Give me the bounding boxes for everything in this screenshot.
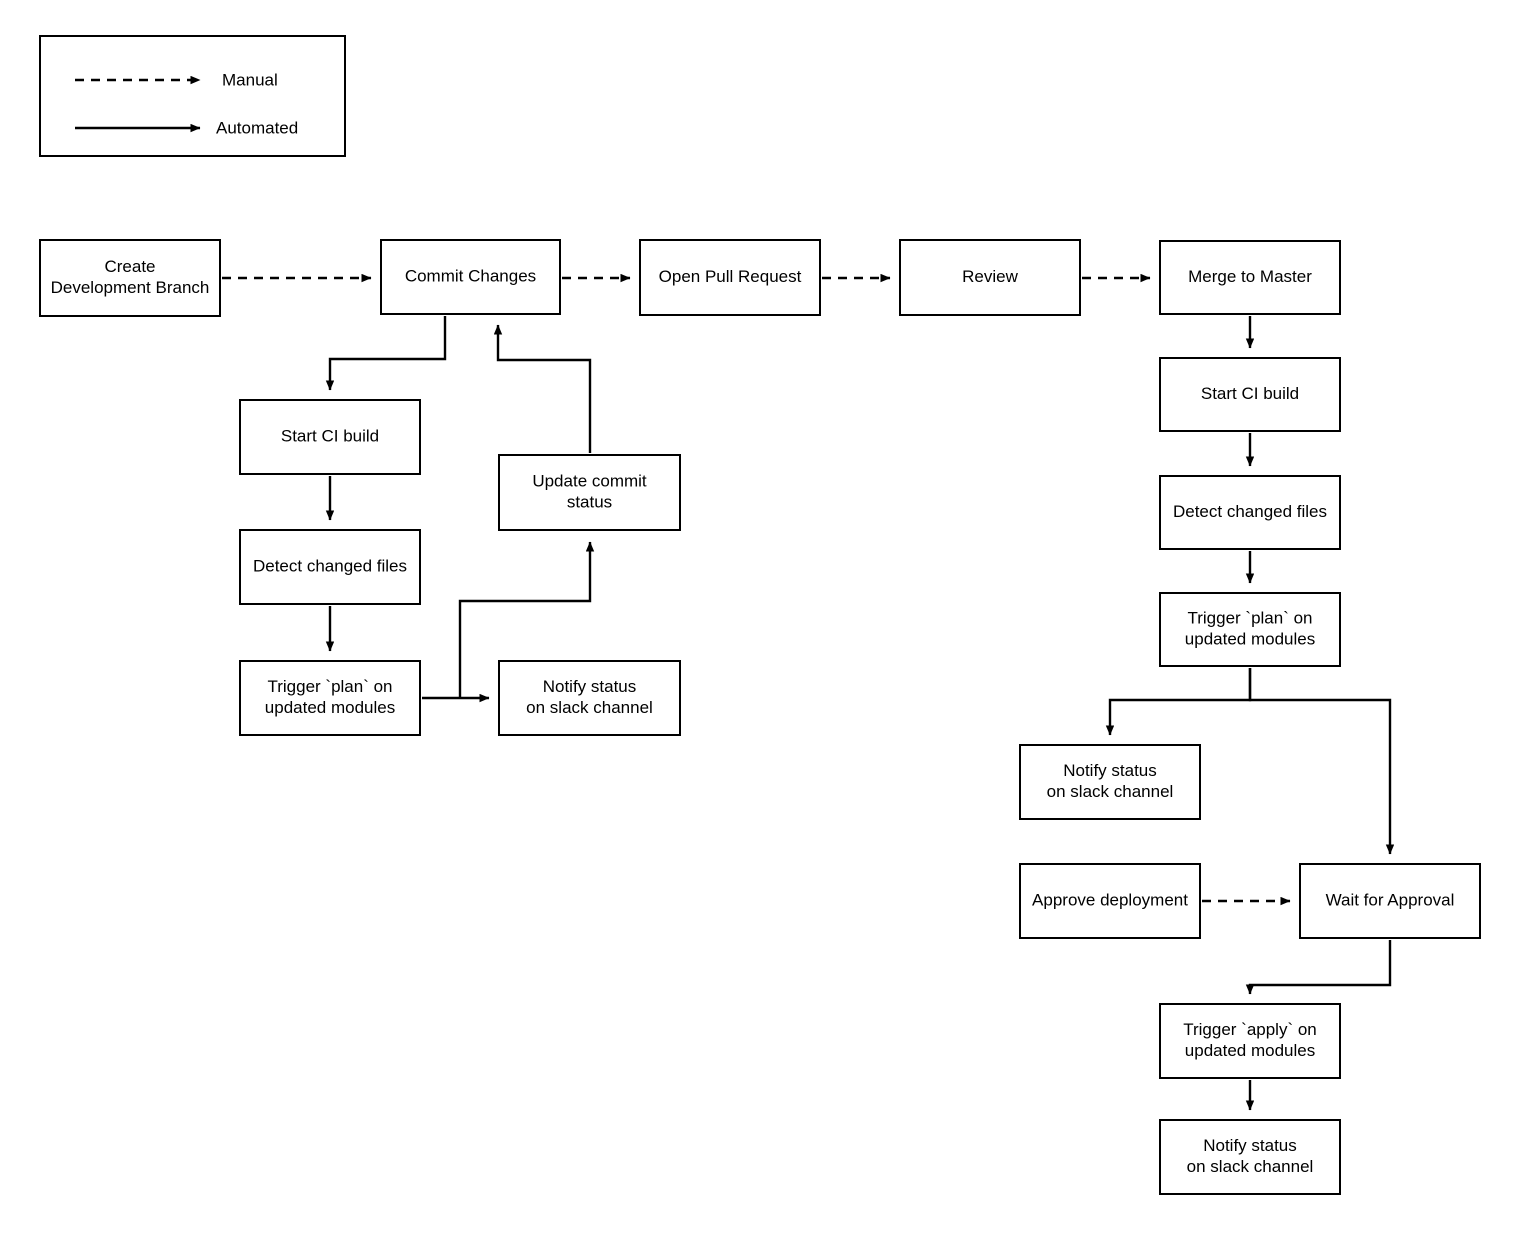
node-start-ci-build-left[interactable]: Start CI build — [239, 399, 421, 475]
node-trigger-plan-right-box[interactable] — [1159, 592, 1341, 667]
node-wait-for-approval-box[interactable] — [1299, 863, 1481, 939]
node-start-ci-build-left-box[interactable] — [239, 399, 421, 475]
node-detect-changed-files-left[interactable]: Detect changed files — [239, 529, 421, 605]
node-trigger-plan-left-box[interactable] — [239, 660, 421, 736]
node-update-commit-status-label: Update commit — [532, 471, 647, 490]
node-trigger-plan-right-label: Trigger `plan` on — [1187, 608, 1312, 627]
node-notify-status-right-apply-label: on slack channel — [1187, 1157, 1314, 1176]
node-wait-for-approval[interactable]: Wait for Approval — [1299, 863, 1481, 939]
node-commit-changes-box[interactable] — [380, 239, 561, 315]
legend-automated-label: Automated — [216, 118, 298, 137]
edge-update-status-to-commit — [493, 324, 592, 453]
node-trigger-apply-right-label: Trigger `apply` on — [1183, 1020, 1317, 1039]
edges-layer — [222, 273, 1395, 1111]
node-open-pull-request-label: Open Pull Request — [659, 267, 802, 286]
node-detect-changed-files-right-label: Detect changed files — [1173, 502, 1327, 521]
node-merge-to-master-label: Merge to Master — [1188, 267, 1312, 286]
node-update-commit-status[interactable]: Update commit status — [498, 454, 681, 531]
node-merge-to-master[interactable]: Merge to Master — [1159, 240, 1341, 315]
node-trigger-plan-left-label: updated modules — [265, 698, 395, 717]
node-start-ci-build-right-box[interactable] — [1159, 357, 1341, 432]
edge-commit-to-start-ci — [325, 316, 447, 391]
edge-trigger-plan-right-to-notify — [1105, 668, 1252, 736]
edge-trigger-plan-to-update-status — [458, 541, 595, 698]
node-trigger-apply-right-label: updated modules — [1185, 1041, 1315, 1060]
node-start-ci-build-right-label: Start CI build — [1201, 384, 1299, 403]
node-commit-changes[interactable]: Commit Changes — [380, 239, 561, 315]
node-trigger-plan-right-label: updated modules — [1185, 629, 1315, 648]
node-trigger-plan-left-label: Trigger `plan` on — [267, 677, 392, 696]
edge-trigger-plan-right-to-wait — [1248, 668, 1395, 855]
node-trigger-apply-right[interactable]: Trigger `apply` on updated modules — [1159, 1003, 1341, 1079]
node-approve-deployment-box[interactable] — [1019, 863, 1201, 939]
node-review-box[interactable] — [899, 239, 1081, 316]
node-notify-status-right-plan-box[interactable] — [1019, 744, 1201, 820]
node-notify-status-right-apply-label: Notify status — [1203, 1136, 1297, 1155]
node-detect-changed-files-left-label: Detect changed files — [253, 556, 407, 575]
node-update-commit-status-box[interactable] — [498, 454, 681, 531]
node-notify-status-right-apply[interactable]: Notify status on slack channel — [1159, 1119, 1341, 1195]
node-commit-changes-label: Commit Changes — [405, 266, 536, 285]
node-notify-status-right-plan-label: Notify status — [1063, 761, 1157, 780]
node-create-development-branch-label: Create — [104, 257, 155, 276]
node-update-commit-status-label: status — [567, 492, 612, 511]
node-detect-changed-files-left-box[interactable] — [239, 529, 421, 605]
node-wait-for-approval-label: Wait for Approval — [1326, 890, 1455, 909]
node-create-development-branch-label: Development Branch — [51, 278, 210, 297]
node-start-ci-build-left-label: Start CI build — [281, 426, 379, 445]
node-notify-status-left-label: Notify status — [543, 677, 637, 696]
node-notify-status-right-plan[interactable]: Notify status on slack channel — [1019, 744, 1201, 820]
edge-wait-to-trigger-apply — [1245, 940, 1392, 995]
legend-manual-label: Manual — [222, 70, 278, 89]
node-approve-deployment-label: Approve deployment — [1032, 890, 1188, 909]
node-open-pull-request[interactable]: Open Pull Request — [639, 239, 821, 316]
node-detect-changed-files-right-box[interactable] — [1159, 475, 1341, 550]
node-open-pull-request-box[interactable] — [639, 239, 821, 316]
node-notify-status-right-plan-label: on slack channel — [1047, 782, 1174, 801]
node-review-label: Review — [962, 267, 1018, 286]
node-trigger-plan-right[interactable]: Trigger `plan` on updated modules — [1159, 592, 1341, 667]
node-notify-status-left[interactable]: Notify status on slack channel — [498, 660, 681, 736]
node-trigger-plan-left[interactable]: Trigger `plan` on updated modules — [239, 660, 421, 736]
node-detect-changed-files-right[interactable]: Detect changed files — [1159, 475, 1341, 550]
node-approve-deployment[interactable]: Approve deployment — [1019, 863, 1201, 939]
node-review[interactable]: Review — [899, 239, 1081, 316]
legend-box — [39, 35, 346, 157]
node-trigger-apply-right-box[interactable] — [1159, 1003, 1341, 1079]
node-notify-status-right-apply-box[interactable] — [1159, 1119, 1341, 1195]
node-notify-status-left-box[interactable] — [498, 660, 681, 736]
node-create-development-branch-box[interactable] — [39, 239, 221, 317]
node-notify-status-left-label: on slack channel — [526, 698, 653, 717]
node-merge-to-master-box[interactable] — [1159, 240, 1341, 315]
node-start-ci-build-right[interactable]: Start CI build — [1159, 357, 1341, 432]
